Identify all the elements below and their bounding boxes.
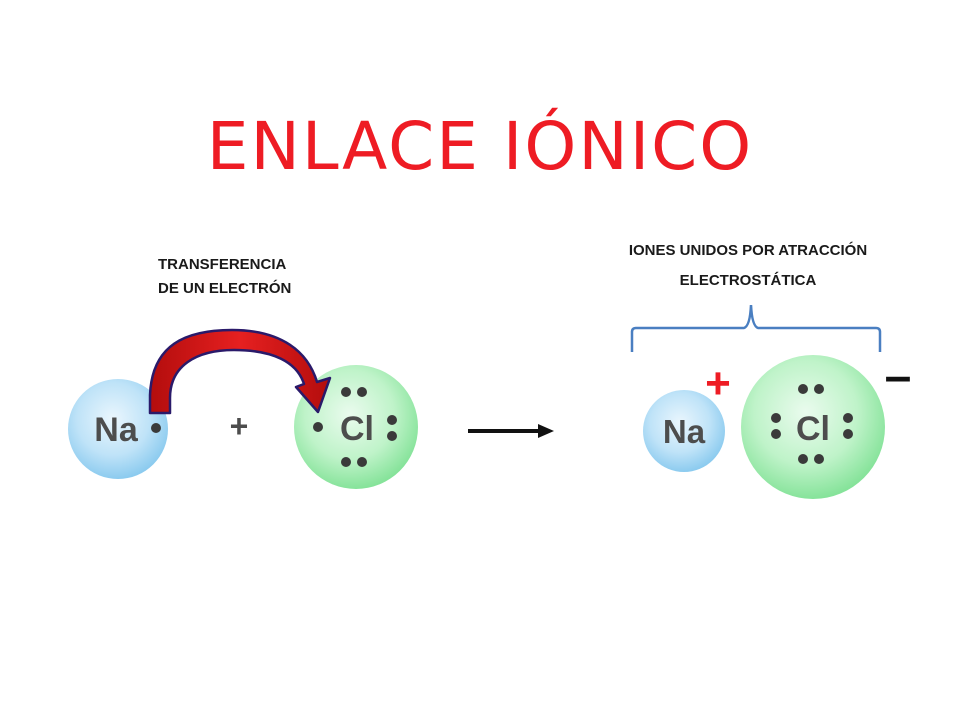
chloride-ion-charge: – <box>885 350 912 403</box>
reaction-arrow <box>468 424 554 438</box>
attraction-caption-line2: ELECTROSTÁTICA <box>679 272 817 289</box>
electron-transfer-arrow <box>148 328 332 415</box>
ion-pair-bracket <box>630 304 882 352</box>
sodium-valence-electron <box>151 423 161 433</box>
page-title: ENLACE IÓNICO <box>206 108 754 185</box>
sodium-ion-symbol: Na <box>663 413 706 450</box>
reaction-plus: + <box>230 408 249 444</box>
sodium-symbol: Na <box>94 411 139 449</box>
chlorine-atom <box>294 365 418 489</box>
attraction-caption-line1: IONES UNIDOS POR ATRACCIÓN <box>628 242 868 259</box>
transfer-caption-line1: TRANSFERENCIA <box>158 256 287 273</box>
chlorine-symbol: Cl <box>340 410 374 448</box>
chloride-ion <box>741 355 885 499</box>
transfer-caption: TRANSFERENCIA DE UN ELECTRÓN <box>158 253 291 301</box>
sodium-ion-charge: + <box>705 359 731 408</box>
chlorine-electrons <box>313 387 397 467</box>
sodium-ion <box>643 390 725 472</box>
attraction-caption: IONES UNIDOS POR ATRACCIÓN ELECTROSTÁTIC… <box>598 236 898 296</box>
chloride-electrons <box>771 384 853 464</box>
transfer-caption-line2: DE UN ELECTRÓN <box>158 280 292 297</box>
chloride-ion-symbol: Cl <box>796 410 830 448</box>
sodium-atom <box>68 379 168 479</box>
